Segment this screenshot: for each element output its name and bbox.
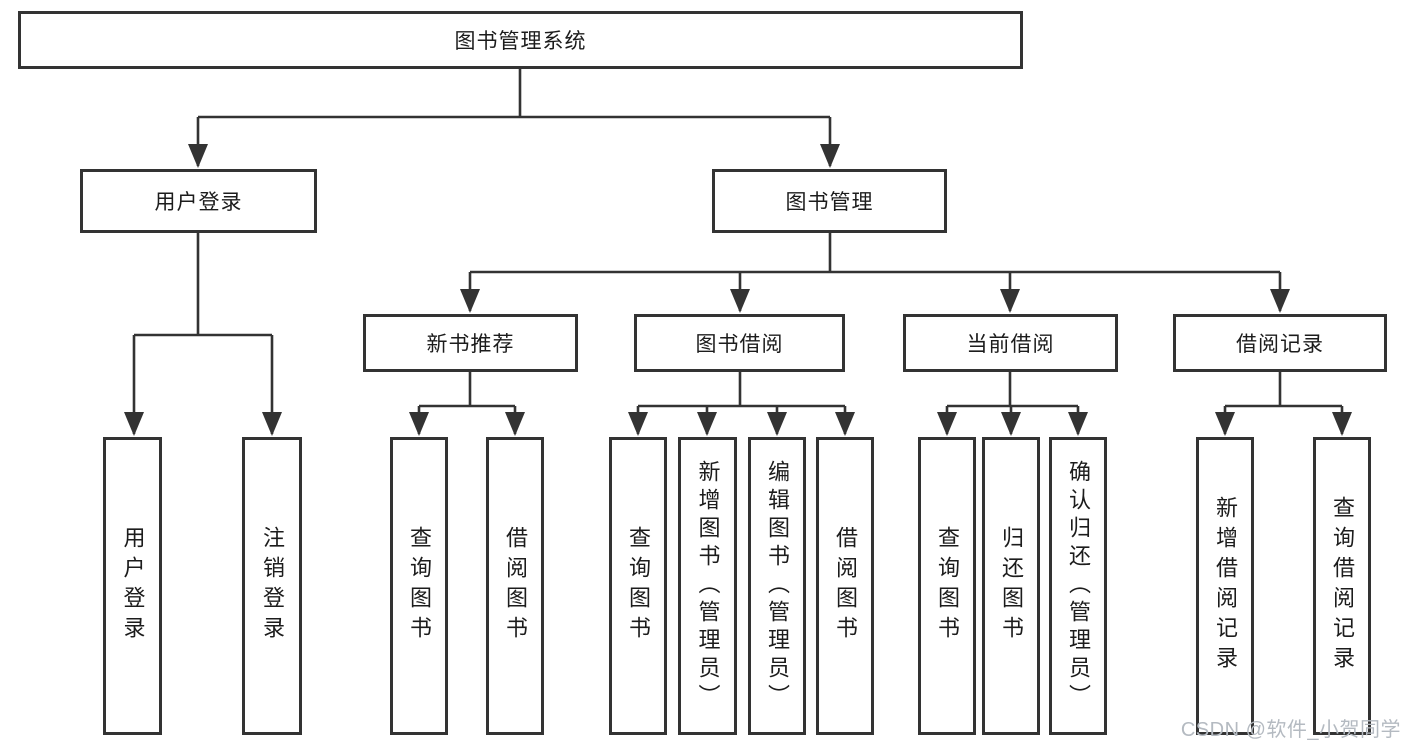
node-current-borrowing: 当前借阅 (903, 314, 1118, 372)
leaf-logout-login: 注销登录 (242, 437, 302, 735)
leaf-label: 确认归还（管理员） (1066, 460, 1091, 712)
node-label: 当前借阅 (966, 333, 1055, 356)
leaf-borrowing-add-books-admin: 新增图书（管理员） (678, 437, 737, 735)
node-label: 借阅记录 (1236, 333, 1324, 356)
leaf-label: 新增图书（管理员） (695, 460, 721, 712)
csdn-watermark: CSDN @软件_小贺同学 (1180, 719, 1401, 741)
leaf-label: 归还图书 (999, 526, 1024, 646)
node-label: 图书管理 (785, 191, 874, 214)
leaf-label: 查询图书 (626, 526, 651, 646)
node-library-management-system: 图书管理系统 (18, 11, 1023, 69)
leaf-label: 查询图书 (407, 526, 432, 646)
node-user-login: 用户登录 (80, 169, 317, 233)
leaf-label: 新增借阅记录 (1213, 496, 1238, 676)
leaf-current-query-books: 查询图书 (918, 437, 976, 735)
node-label: 图书管理系统 (454, 30, 587, 53)
node-borrowing-records: 借阅记录 (1173, 314, 1387, 372)
node-label: 图书借阅 (695, 333, 784, 356)
leaf-label: 注销登录 (260, 526, 285, 646)
leaf-records-add-borrow-record: 新增借阅记录 (1196, 437, 1254, 735)
leaf-label: 借阅图书 (833, 526, 858, 646)
leaf-newbooks-query-books: 查询图书 (390, 437, 448, 735)
leaf-user-login: 用户登录 (103, 437, 162, 735)
leaf-records-query-borrow-record: 查询借阅记录 (1313, 437, 1371, 735)
leaf-label: 查询借阅记录 (1330, 496, 1355, 676)
leaf-label: 查询图书 (935, 526, 960, 646)
leaf-label: 用户登录 (120, 526, 146, 646)
node-book-management: 图书管理 (712, 169, 947, 233)
leaf-current-confirm-return-admin: 确认归还（管理员） (1049, 437, 1107, 735)
node-label: 用户登录 (154, 191, 243, 214)
leaf-borrowing-borrow-books: 借阅图书 (816, 437, 874, 735)
leaf-label: 编辑图书（管理员） (765, 460, 790, 712)
node-book-borrowing: 图书借阅 (634, 314, 845, 372)
node-label: 新书推荐 (426, 333, 515, 356)
leaf-label: 借阅图书 (503, 526, 528, 646)
leaf-current-return-books: 归还图书 (982, 437, 1040, 735)
leaf-borrowing-query-books: 查询图书 (609, 437, 667, 735)
leaf-borrowing-edit-books-admin: 编辑图书（管理员） (748, 437, 806, 735)
leaf-newbooks-borrow-books: 借阅图书 (486, 437, 544, 735)
node-new-book-recommendation: 新书推荐 (363, 314, 578, 372)
